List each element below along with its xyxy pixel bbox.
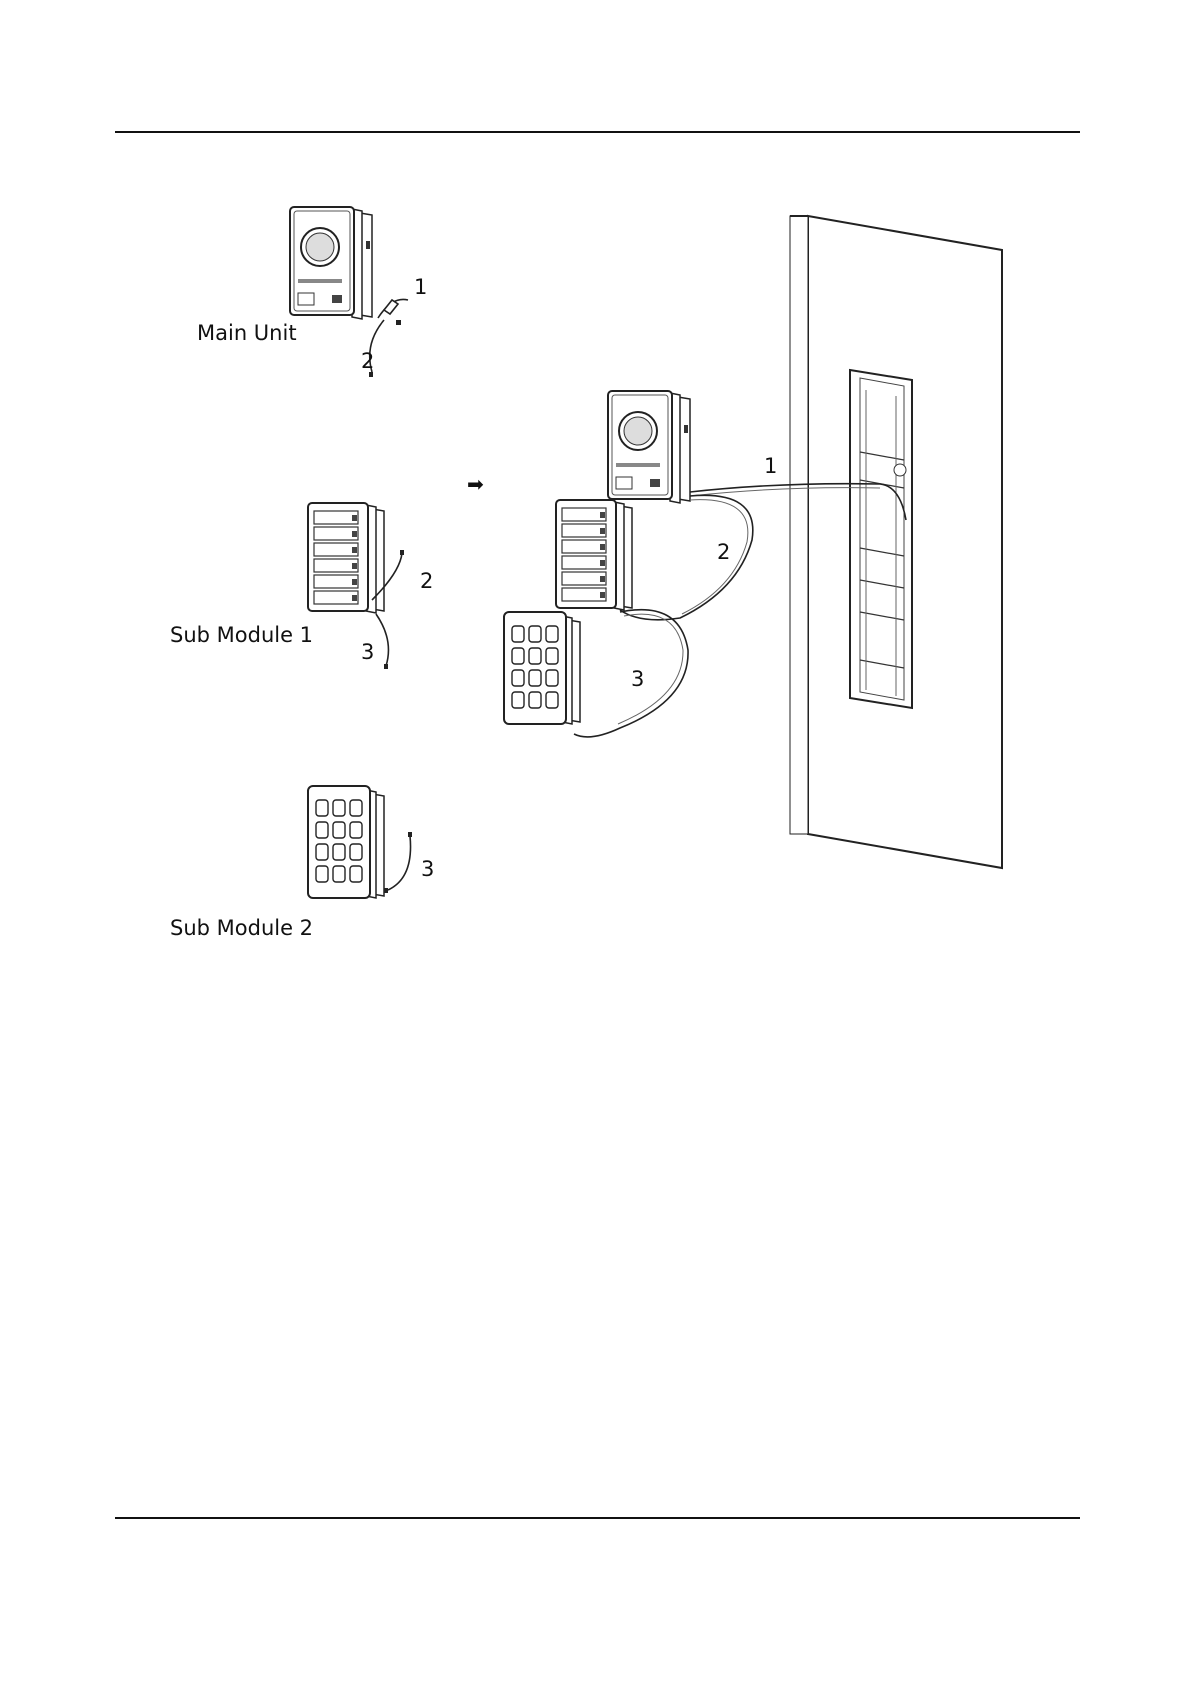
sub-module-1-callout-3: 3 — [361, 640, 374, 664]
assembly-callout-3: 3 — [631, 667, 644, 691]
sub-module-1-label: Sub Module 1 — [170, 623, 313, 647]
sub-module-1-callout-2: 2 — [420, 569, 433, 593]
sub-module-2-illustration — [308, 786, 412, 898]
assembly-arrow-icon: ➡ — [467, 472, 484, 496]
sub-module-1-illustration — [308, 503, 404, 669]
main-unit-callout-1: 1 — [414, 275, 427, 299]
wall-illustration — [790, 216, 1002, 868]
main-unit-illustration — [290, 207, 408, 377]
assembly-callout-1: 1 — [764, 454, 777, 478]
main-unit-label: Main Unit — [197, 321, 297, 345]
assembly-callout-2: 2 — [717, 540, 730, 564]
main-unit-callout-2: 2 — [361, 349, 374, 373]
sub-module-2-label: Sub Module 2 — [170, 916, 313, 940]
sub-module-2-callout-3: 3 — [421, 857, 434, 881]
